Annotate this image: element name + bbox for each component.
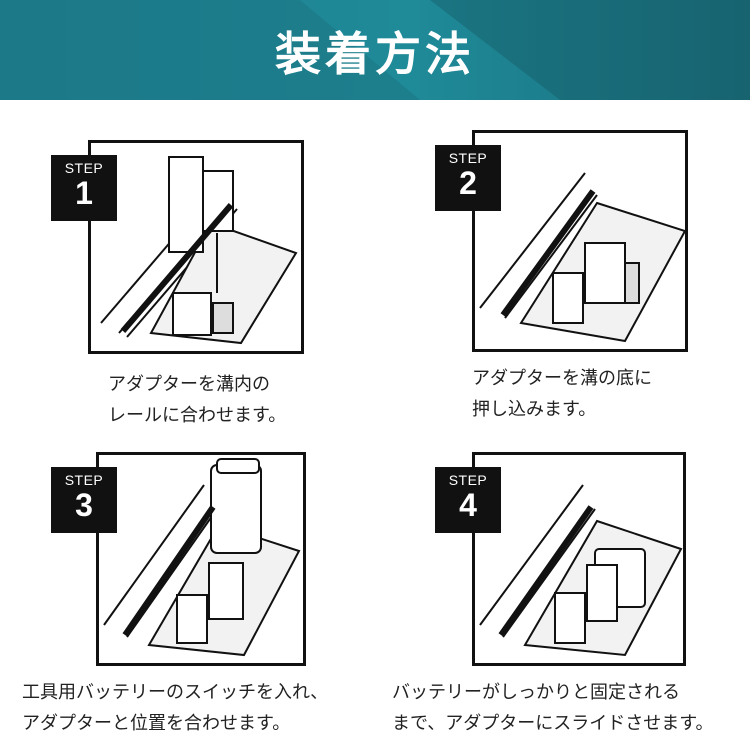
step-4-caption-line1: バッテリーがしっかりと固定される [392,677,713,708]
page-title: 装着方法 [0,18,750,84]
step-1-badge: STEP 1 [51,155,117,221]
step-4-badge: STEP 4 [435,467,501,533]
step-3-caption-line1: 工具用バッテリーのスイッチを入れ、 [22,677,328,708]
step-3-caption-line2: アダプターと位置を合わせます。 [22,708,328,739]
step-1-illustration: STEP 1 [88,140,304,354]
step-2-badge: STEP 2 [435,145,501,211]
step-4-caption-line2: まで、アダプターにスライドさせます。 [392,708,713,739]
step-2-illustration: STEP 2 [472,130,688,352]
rail-slot-drawing [91,143,301,351]
step-3-caption: 工具用バッテリーのスイッチを入れ、 アダプターと位置を合わせます。 [22,677,328,739]
step-4-illustration: STEP 4 [472,452,686,666]
step-4-caption: バッテリーがしっかりと固定される まで、アダプターにスライドさせます。 [392,677,713,739]
step-1-caption-line2: レールに合わせます。 [108,400,286,431]
step-3-badge: STEP 3 [51,467,117,533]
step-3-illustration: STEP 3 [96,452,306,666]
step-1-caption-line1: アダプターを溝内の [108,369,286,400]
step-2-caption-line2: 押し込みます。 [472,394,652,425]
rail-slot-drawing [475,455,683,663]
step-2-caption-line1: アダプターを溝の底に [472,363,652,394]
step-2-caption: アダプターを溝の底に 押し込みます。 [472,363,652,425]
rail-slot-drawing [99,455,303,663]
step-1-caption: アダプターを溝内の レールに合わせます。 [108,369,286,431]
rail-slot-drawing [475,133,685,349]
